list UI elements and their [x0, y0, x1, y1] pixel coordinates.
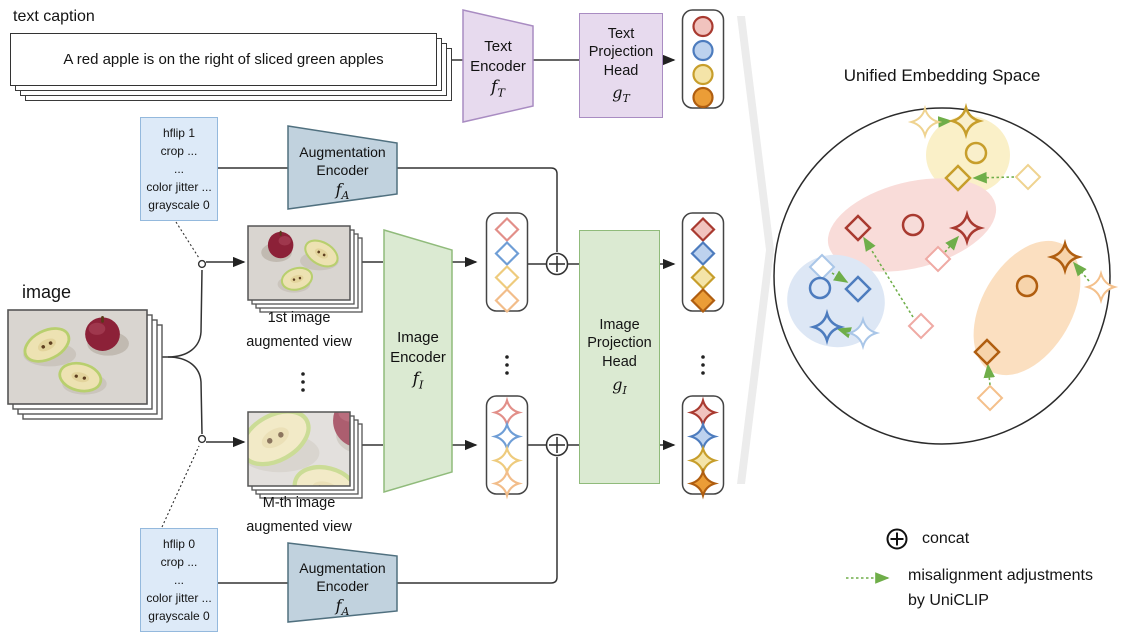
- misalignment-arrow: [863, 236, 914, 318]
- embed-yellow-star-strong: [947, 102, 985, 140]
- embed-orange-star-strong: [1046, 238, 1084, 276]
- embed-blue-diamond-strong: [844, 275, 872, 303]
- text-projection-label: Text Projection Head: [588, 25, 654, 80]
- image-stack: [6, 308, 163, 420]
- embed-yellow-diamond-strong: [944, 164, 972, 192]
- image-projection-head: Image Projection Head gI: [579, 230, 660, 484]
- augmentation-encoder-top-symbol: fA: [335, 180, 350, 203]
- embed-yellow-star-pale: [907, 104, 943, 140]
- misalignment-arrow: [972, 171, 1015, 184]
- token-columns: [485, 9, 725, 500]
- embed-orange-diamond-strong: [973, 338, 1001, 366]
- text-projection-symbol: gT: [612, 83, 630, 106]
- image-projection-label: Image Projection Head: [587, 316, 652, 371]
- image-projection-symbol: gI: [612, 375, 627, 398]
- embed-yellow-circle-strong: [964, 141, 988, 165]
- image1-token-column: [485, 212, 529, 314]
- image1-projected-column: [681, 212, 725, 314]
- ellipsis-dots: [301, 355, 705, 392]
- misalignment-arrow: [983, 363, 996, 386]
- augmentation-params-bottom: hflip 0 crop ... ... color jitter ... gr…: [140, 528, 218, 632]
- misalignment-arrow: [944, 235, 960, 253]
- view1-label-line2: augmented view: [246, 334, 352, 350]
- image-encoder-shape: [383, 228, 453, 494]
- legend-concat-symbol: [886, 528, 908, 550]
- embed-orange-star-pale: [1083, 269, 1119, 305]
- augmentation-encoder-bottom-label: Augmentation Encoder: [299, 560, 386, 595]
- embed-blue-star-pale: [845, 315, 881, 351]
- text-token-column: [681, 9, 725, 109]
- caption-box: A red apple is on the right of sliced gr…: [10, 33, 437, 86]
- embed-orange-circle-strong: [1015, 274, 1039, 298]
- view1-label-line1: 1st image: [267, 310, 331, 326]
- text-encoder-label: Text Encoder: [470, 38, 526, 75]
- misalignment-arrow: [1072, 261, 1090, 282]
- embed-blue-circle-strong: [808, 276, 832, 300]
- image-label: image: [22, 282, 72, 302]
- legend-concat-label: concat: [922, 530, 970, 547]
- augmented-view-m-stack: [247, 411, 363, 499]
- image-encoder-symbol: fI: [412, 369, 424, 392]
- embed-blue-star-strong: [808, 308, 846, 346]
- concat-symbols: [545, 252, 569, 457]
- embed-red-circle-strong: [901, 213, 925, 237]
- branch-nodes: [197, 259, 207, 444]
- imageM-projected-column: [681, 395, 725, 500]
- embed-red-diamond-strong: [844, 214, 872, 242]
- image-encoder-label: Image Encoder: [390, 329, 446, 366]
- embed-red-diamond-pale: [907, 312, 935, 340]
- legend-misalignment-label: misalignment adjustments by UniCLIP: [908, 567, 1093, 609]
- augmentation-encoder-bottom-symbol: fA: [335, 596, 350, 619]
- viewM-label-line1: M-th image: [262, 495, 336, 511]
- imageM-token-column: [485, 395, 529, 500]
- viewM-label-line2: augmented view: [246, 519, 352, 535]
- embed-red-star-strong: [948, 209, 986, 247]
- embed-red-diamond-pale: [924, 245, 952, 273]
- section-divider-chevron: [737, 16, 774, 484]
- augmentation-encoder-bottom-shape: [287, 542, 398, 623]
- cluster-orange: [973, 240, 1081, 376]
- text-caption-label: text caption: [13, 8, 95, 25]
- text-projection-head: Text Projection Head gT: [579, 13, 663, 118]
- augmented-view-1-stack: [246, 224, 363, 313]
- embed-yellow-diamond-pale: [1014, 163, 1042, 191]
- caption-sentence: A red apple is on the right of sliced gr…: [63, 51, 384, 68]
- embed-orange-diamond-pale: [976, 384, 1004, 412]
- augmentation-encoder-top-shape: [287, 125, 398, 210]
- embedding-space-title: Unified Embedding Space: [843, 66, 1041, 85]
- augmentation-params-top: hflip 1 crop ... ... color jitter ... gr…: [140, 117, 218, 221]
- text-encoder-shape: [462, 9, 534, 123]
- text-encoder-symbol: fT: [491, 77, 505, 100]
- embedding-space-content: [787, 102, 1119, 412]
- augmentation-encoder-top-label: Augmentation Encoder: [299, 144, 386, 179]
- aug-param-links: [161, 221, 200, 528]
